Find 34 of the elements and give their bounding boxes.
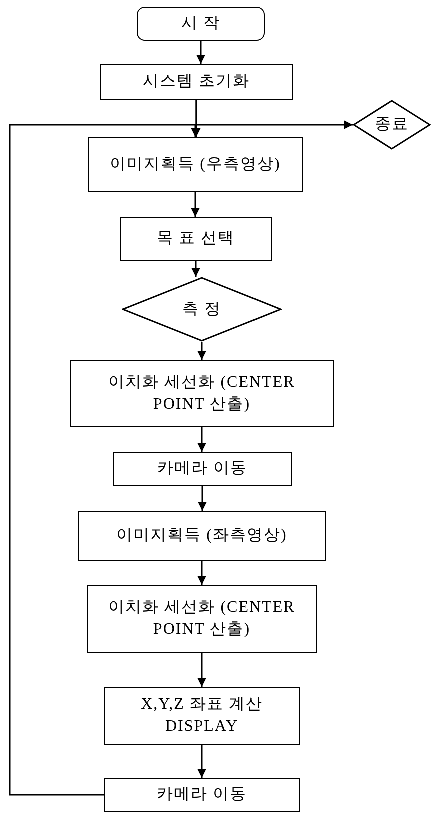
- node-label: 종료: [375, 115, 409, 136]
- arrow: [198, 745, 206, 778]
- node-label: 이치화 세선화 (CENTER POINT 산출): [108, 372, 296, 414]
- arrow: [198, 653, 206, 687]
- node-label: 카메라 이동: [158, 459, 248, 480]
- process-box: [104, 687, 300, 745]
- start-terminal: [137, 7, 265, 41]
- process-box: [87, 585, 317, 653]
- process-box: [78, 511, 326, 561]
- process-box: [100, 64, 293, 100]
- arrow: [198, 427, 206, 452]
- arrow: [191, 192, 200, 217]
- process-box: [113, 452, 292, 486]
- arrow: [198, 486, 207, 511]
- node-label: 이미지획득 (좌측영상): [116, 526, 288, 546]
- end-diamond: [353, 100, 431, 150]
- process-box: [104, 778, 300, 812]
- node-label: 목 표 선택: [157, 229, 235, 250]
- node-label: X,Y,Z 좌표 계산 DISPLAY: [140, 695, 264, 737]
- node-label: 측 정: [182, 300, 222, 320]
- process-box: [88, 137, 303, 192]
- node-label: 카메라 이동: [157, 785, 247, 806]
- process-box: [120, 217, 272, 261]
- node-label: 시 작: [182, 14, 220, 34]
- arrow: [198, 342, 206, 360]
- arrow: [198, 561, 206, 585]
- arrow: [196, 41, 206, 64]
- node-label: 이치화 세선화 (CENTER POINT 산출): [108, 598, 296, 640]
- arrow: [196, 100, 353, 130]
- node-label: 시스템 초기화: [143, 72, 250, 92]
- process-box: [70, 360, 334, 427]
- node-label: 이미지획득 (우측영상): [110, 154, 281, 175]
- decision-diamond: [122, 277, 282, 342]
- arrow: [192, 261, 200, 277]
